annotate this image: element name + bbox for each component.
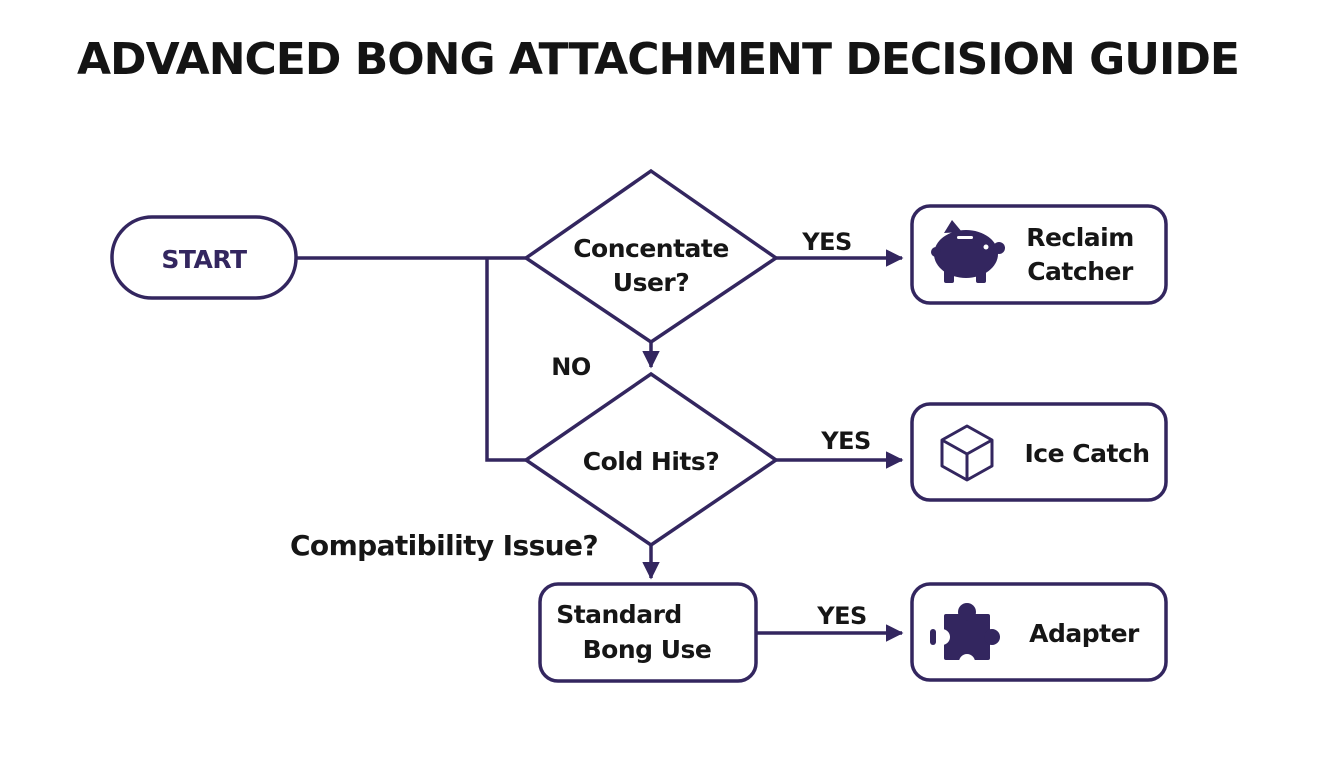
ice-catch-label: Ice Catch [1024,439,1149,468]
compatibility-question-label: Compatibility Issue? [290,529,598,562]
connectors [296,249,904,642]
adapter-label: Adapter [1029,619,1140,648]
puzzle-piece-icon [930,603,1000,670]
piggy-bank-icon [931,220,1005,283]
decision-concentrate-line1: Concentate [573,234,729,263]
reclaim-line2: Catcher [1027,257,1134,286]
adapter-node: Adapter [910,582,1168,682]
standard-line2: Bong Use [583,635,712,664]
edge-label-yes-concentrate: YES [801,228,852,256]
standard-line1: Standard [556,600,682,629]
decision-cold-label: Cold Hits? [583,447,720,476]
diagram-title: ADVANCED BONG ATTACHMENT DECISION GUIDE [77,34,1239,85]
decision-cold-hits: Cold Hits? [522,371,780,548]
edge-label-yes-standard: YES [816,602,867,630]
decision-concentrate-user: Concentate User? [522,168,780,345]
reclaim-catcher-node: Reclaim Catcher [910,204,1168,305]
edge-label-yes-cold: YES [820,427,871,455]
edge-branch-to-cold [485,258,526,462]
decision-concentrate-line2: User? [613,268,689,297]
edge-label-no: NO [551,353,591,381]
reclaim-line1: Reclaim [1026,223,1134,252]
cube-icon [940,424,994,482]
standard-bong-use-node: Standard Bong Use [538,582,758,683]
start-node: START [110,215,298,300]
ice-catch-node: Ice Catch [910,402,1168,502]
start-label: START [161,245,247,274]
